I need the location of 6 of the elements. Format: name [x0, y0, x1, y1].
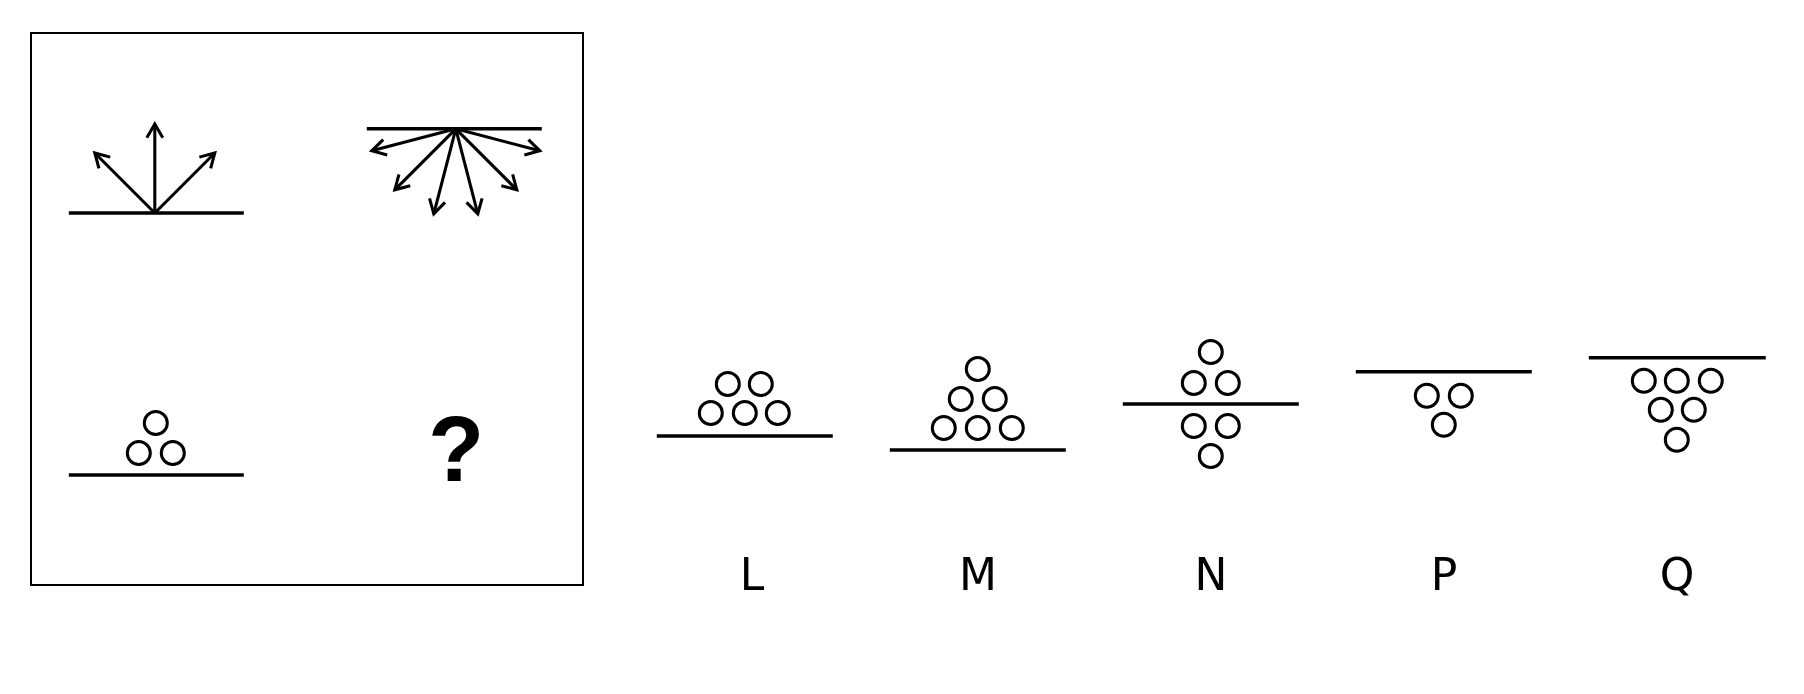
option-letter: L — [739, 553, 765, 597]
option-letter: N — [1194, 553, 1228, 597]
option-letter: Q — [1659, 553, 1695, 597]
option-letter: P — [1430, 553, 1458, 597]
question-mark: ? — [427, 403, 485, 495]
option-letter: M — [959, 553, 997, 597]
